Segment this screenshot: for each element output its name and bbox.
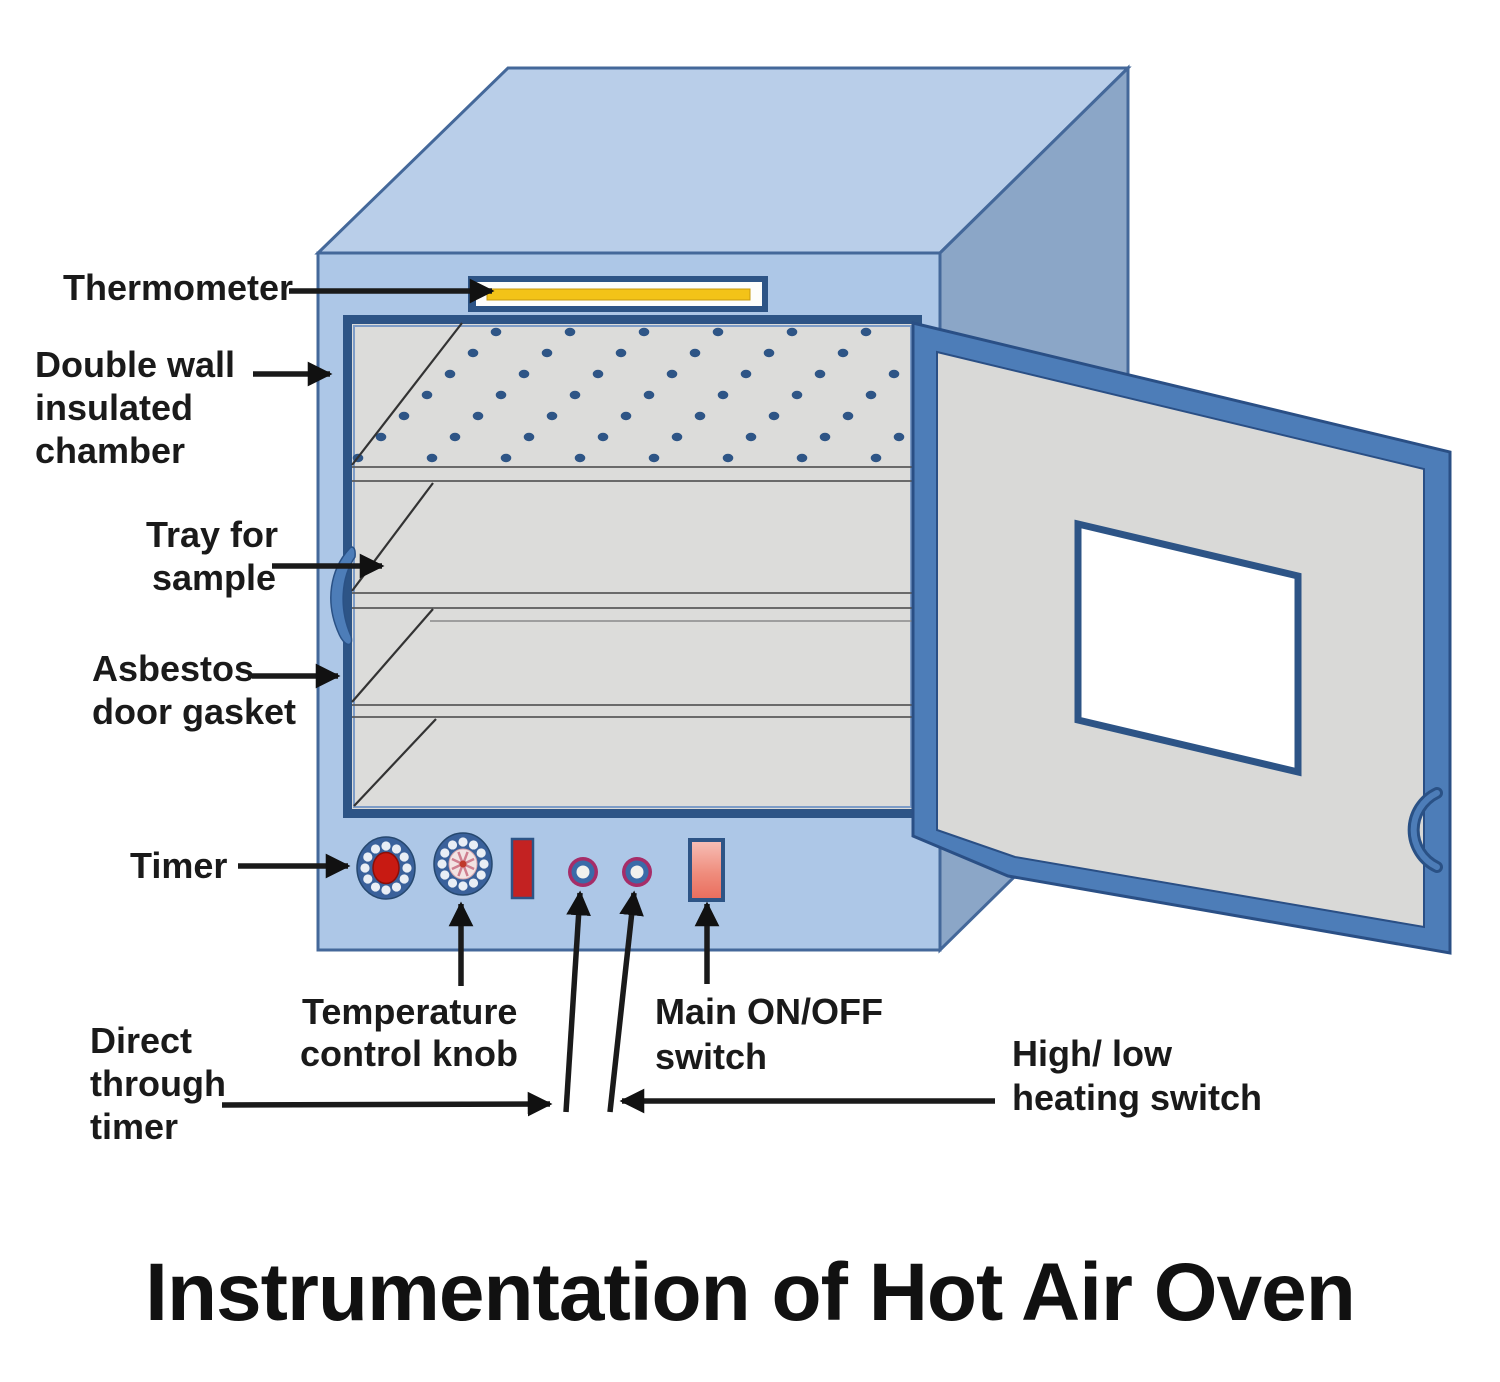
label-direct-timer-3: timer <box>90 1106 178 1147</box>
label-tray-1: Tray for <box>146 514 278 555</box>
diagonal-line <box>353 718 437 807</box>
label-high-low-2: heating switch <box>1012 1077 1262 1118</box>
main-onoff-switch <box>688 838 725 902</box>
labels: Thermometer Double wall insulated chambe… <box>35 267 1262 1147</box>
label-direct-timer-2: through <box>90 1063 226 1104</box>
chamber <box>330 315 922 818</box>
diagonal-line <box>351 322 463 466</box>
indicator-bar <box>510 837 535 900</box>
temperature-knob-teeth <box>437 837 489 891</box>
arrow-direct-timer-label <box>221 1091 553 1117</box>
temperature-knob-dot <box>459 860 467 868</box>
timer-knob-center <box>372 851 400 885</box>
control-panel <box>356 832 725 902</box>
label-double-wall-3: chamber <box>35 430 185 471</box>
timer-knob-teeth <box>360 841 412 895</box>
temperature-knob-star <box>451 851 475 877</box>
door-handle-highlight <box>1410 790 1440 870</box>
label-temp-knob-2: control knob <box>300 1033 518 1074</box>
label-direct-timer-1: Direct <box>90 1020 192 1061</box>
door-window <box>1074 519 1302 777</box>
shelf-perspective-lines <box>351 322 463 807</box>
label-main-switch-1: Main ON/OFF <box>655 991 883 1032</box>
chamber-wall <box>343 315 922 818</box>
thermometer-tube <box>486 288 751 301</box>
heating-switch-button <box>622 857 652 887</box>
direct-timer-button <box>568 857 598 887</box>
thermometer <box>468 276 768 312</box>
diagonal-line <box>351 608 434 703</box>
arrow-heating-switch-button <box>607 890 644 1113</box>
oven-door <box>911 321 1452 955</box>
door-gasket <box>330 546 356 646</box>
figure-title: Instrumentation of Hot Air Oven <box>145 1247 1355 1338</box>
label-main-switch-2: switch <box>655 1036 767 1077</box>
label-tray-2: sample <box>152 557 276 598</box>
label-double-wall-2: insulated <box>35 387 193 428</box>
label-gasket-1: Asbestos <box>92 648 254 689</box>
label-gasket-2: door gasket <box>92 691 296 732</box>
label-high-low-1: High/ low <box>1012 1033 1173 1074</box>
label-double-wall-1: Double wall <box>35 344 235 385</box>
callout-arrows <box>221 278 995 1117</box>
perforation-dots <box>352 327 905 463</box>
label-timer: Timer <box>130 845 227 886</box>
shelves <box>352 466 917 718</box>
timer-knob <box>356 836 416 900</box>
arrow-direct-timer-button <box>563 890 591 1113</box>
temperature-knob <box>433 832 493 896</box>
label-temp-knob-1: Temperature <box>302 991 517 1032</box>
label-thermometer: Thermometer <box>63 267 293 308</box>
